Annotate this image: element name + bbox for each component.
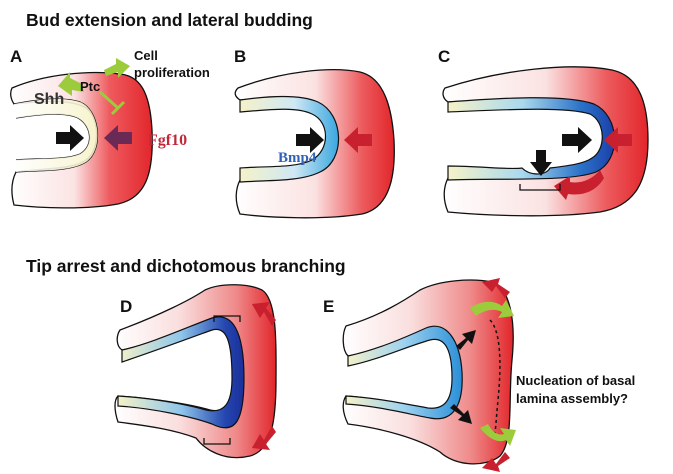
title-bottom: Tip arrest and dichotomous branching — [26, 256, 346, 276]
panel-b-bud: Bmp4 — [235, 70, 394, 218]
label-bmp4: Bmp4 — [278, 150, 317, 166]
label-cell: Cell — [134, 48, 158, 63]
label-nucleation-line2: lamina assembly? — [516, 391, 628, 406]
label-fgf10: Fgf10 — [148, 132, 187, 149]
panel-label-d: D — [120, 297, 132, 316]
black-arrow — [562, 127, 592, 153]
panel-e-bud: Nucleation of basal lamina assembly? — [343, 278, 635, 472]
panel-d-bud — [115, 285, 276, 458]
panel-label-a: A — [10, 47, 22, 66]
panel-c-bud — [443, 67, 648, 216]
panel-a-bud: Ptc Shh Cell proliferation Fgf10 — [11, 48, 210, 208]
panel-label-e: E — [323, 297, 334, 316]
panel-label-c: C — [438, 47, 450, 66]
label-nucleation-line1: Nucleation of basal — [516, 373, 635, 388]
panel-label-b: B — [234, 47, 246, 66]
black-arrow — [56, 125, 84, 151]
label-ptc: Ptc — [80, 79, 100, 94]
label-proliferation: proliferation — [134, 65, 210, 80]
label-shh: Shh — [34, 91, 64, 108]
title-top: Bud extension and lateral budding — [26, 10, 313, 30]
